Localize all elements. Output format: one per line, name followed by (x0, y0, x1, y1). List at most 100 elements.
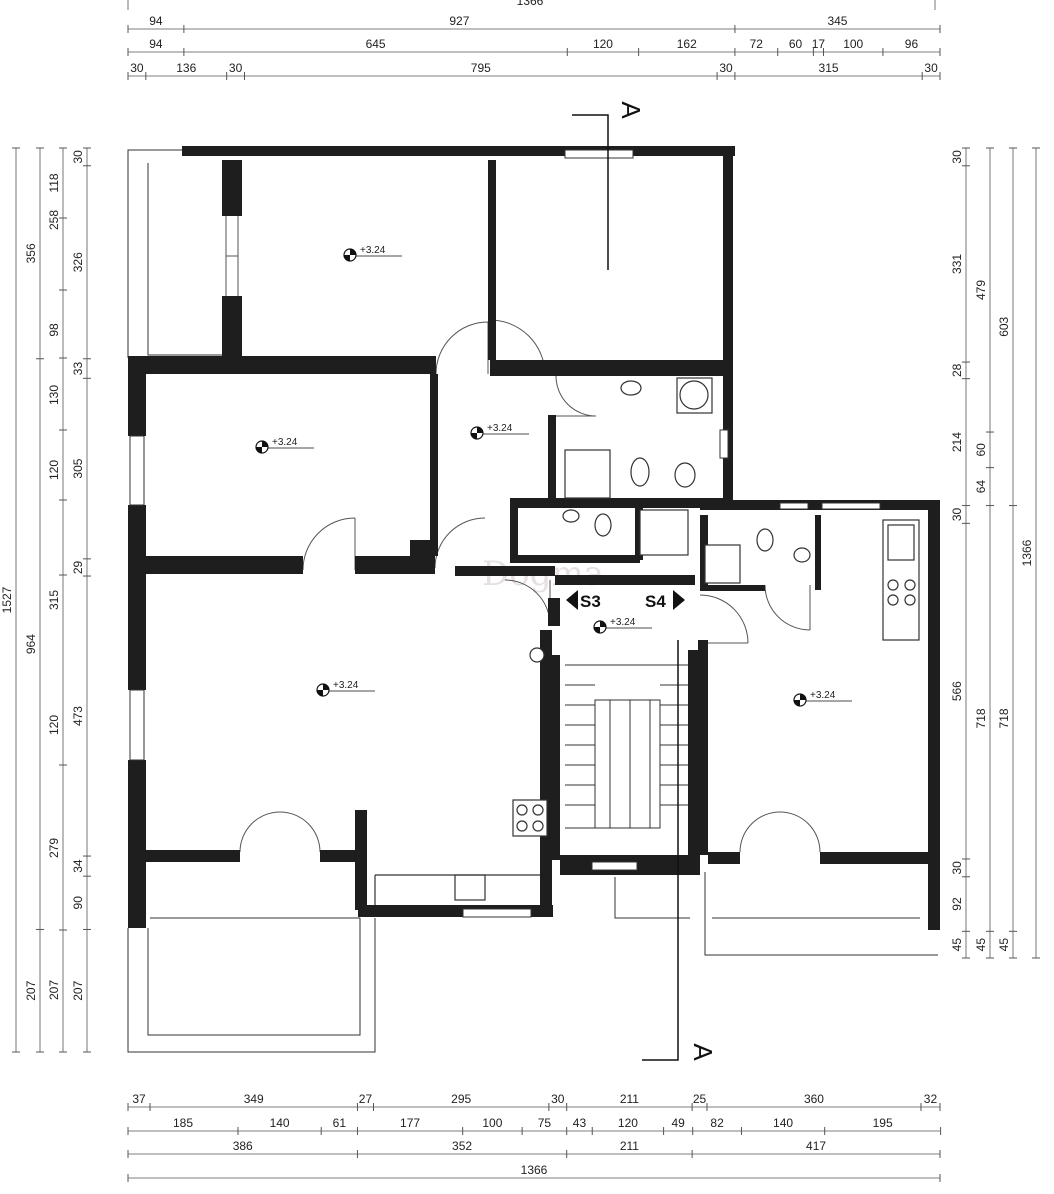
dimension-label: 94 (149, 37, 163, 51)
dimension-label: 356 (24, 243, 38, 263)
wall (222, 296, 242, 362)
stair-s4-label: S4 (645, 592, 666, 611)
door-swing (435, 321, 489, 375)
dimension-label: 315 (47, 590, 61, 610)
window (719, 429, 729, 459)
dimension-label: 43 (573, 1116, 587, 1130)
sanitary-fixture (532, 820, 544, 832)
dimension-label: 49 (671, 1116, 685, 1130)
dimension-label: 279 (47, 838, 61, 858)
dimension-label: 30 (924, 61, 938, 75)
dimension-label: 33 (71, 362, 85, 376)
sanitary-fixture (639, 509, 689, 556)
wall (555, 575, 695, 585)
dimension-label: 60 (974, 443, 988, 457)
thin-lines (127, 149, 938, 1053)
dimension-label: 120 (593, 37, 613, 51)
level-label: +3.24 (487, 423, 513, 434)
dimension-label: 30 (950, 150, 964, 164)
sanitary-fixture (564, 449, 611, 499)
dimension-label: 207 (24, 980, 38, 1000)
dimension-label: 45 (997, 938, 1011, 952)
outline-line (147, 918, 361, 1036)
dimension-label: 207 (47, 980, 61, 1000)
door-swing (302, 517, 356, 571)
stair-s3-label: S3 (580, 592, 601, 611)
dimension-label: 718 (997, 708, 1011, 728)
wall (700, 585, 765, 591)
dimension-label: 30 (719, 61, 733, 75)
sanitary-fixture (887, 594, 899, 606)
door-swing (434, 517, 486, 569)
outline-line (147, 163, 222, 356)
level-label: +3.24 (610, 617, 636, 628)
dimension-label: 120 (47, 715, 61, 735)
dimension-label: 118 (47, 173, 61, 192)
wall (182, 146, 735, 156)
bottom-dimension-chain: 1366 (127, 1163, 941, 1182)
dimension-label: 295 (451, 1092, 471, 1106)
level-marker: +3.24 (316, 680, 375, 697)
dimension-label: 120 (47, 460, 61, 480)
dimension-label: 185 (173, 1116, 193, 1130)
sanitary-fixture (529, 647, 545, 663)
sanitary-fixture (904, 594, 916, 606)
dimension-label: 417 (806, 1139, 826, 1153)
window (591, 861, 638, 871)
wall (430, 374, 438, 542)
dimension-label: 162 (677, 37, 697, 51)
window (564, 149, 634, 159)
sanitary-fixture (704, 544, 741, 584)
dimension-label: 30 (551, 1092, 565, 1106)
sanitary-fixture (793, 547, 811, 563)
arrow-right-icon (673, 590, 685, 610)
dimension-label: 60 (789, 37, 803, 51)
door-swing (764, 584, 811, 631)
level-label: +3.24 (333, 680, 359, 691)
level-label: +3.24 (810, 690, 836, 701)
dimension-label: 136 (176, 61, 196, 75)
dimension-label: 177 (400, 1116, 420, 1130)
dimension-label: 61 (333, 1116, 347, 1130)
wall (128, 356, 436, 374)
wall (490, 360, 728, 376)
dimension-label: 352 (452, 1139, 472, 1153)
level-marker: +3.24 (470, 423, 529, 440)
level-marker: +3.24 (793, 690, 852, 707)
dimension-label: 795 (471, 61, 491, 75)
window (821, 502, 881, 510)
door-swing (239, 811, 321, 853)
sanitary-fixture (679, 380, 709, 410)
level-marker: +3.24 (255, 437, 314, 454)
window (129, 689, 145, 761)
wall (222, 160, 242, 216)
dimension-label: 1366 (521, 1163, 548, 1177)
sanitary-fixture (516, 804, 528, 816)
wall (510, 555, 640, 563)
section-a-bottom-label: A (688, 1043, 718, 1061)
wall (815, 515, 821, 590)
level-marker: +3.24 (343, 245, 402, 262)
wall (723, 146, 733, 502)
top-total-dimension: 1366 (517, 0, 544, 8)
wall (510, 505, 518, 557)
sanitary-fixture (756, 528, 774, 552)
sanitary-fixture (562, 509, 580, 523)
outline-line (127, 149, 182, 358)
dimension-label: 28 (950, 363, 964, 377)
sanitary-fixture (454, 874, 486, 901)
sanitary-fixture (887, 524, 915, 561)
door-swing (739, 811, 821, 853)
level-markers: +3.24 +3.24 +3.24 +3.24 +3.24 +3.24 (255, 245, 852, 707)
dimension-label: 72 (750, 37, 764, 51)
dimension-label: 30 (950, 507, 964, 521)
dimension-label: 34 (71, 859, 85, 873)
dimension-label: 37 (132, 1092, 146, 1106)
door-swing (699, 594, 749, 644)
dimension-label: 211 (620, 1092, 639, 1106)
